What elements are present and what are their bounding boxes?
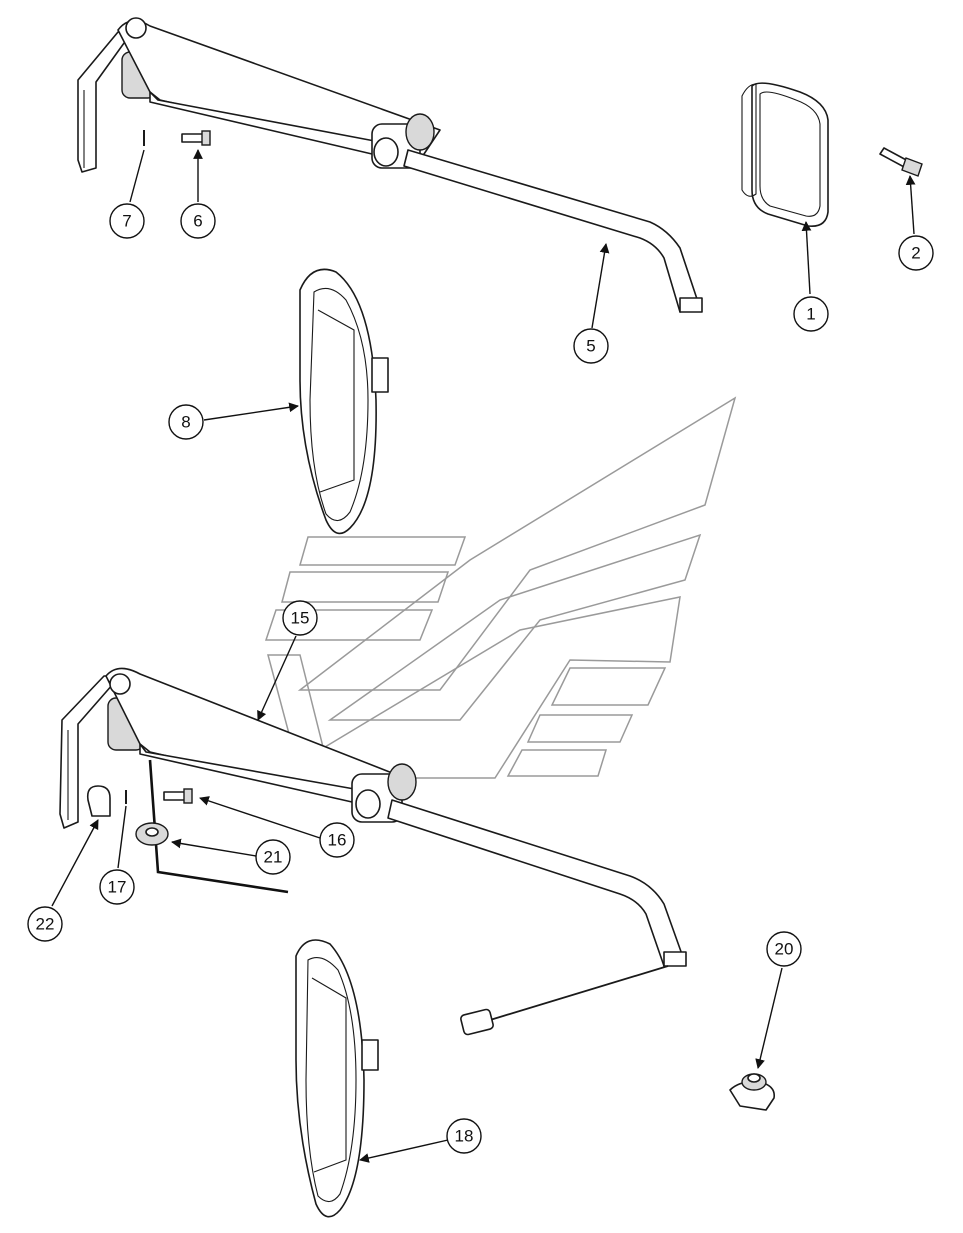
mirror-head-18 — [295, 939, 379, 1218]
leader-lines — [51, 149, 916, 1163]
callout-5-label: 5 — [586, 337, 595, 356]
bolt-16 — [163, 788, 193, 804]
callout-1-label: 1 — [806, 305, 815, 324]
screw-2 — [879, 147, 923, 177]
callout-2: 2 — [898, 235, 934, 271]
callout-15-label: 15 — [291, 609, 310, 628]
callout-17: 17 — [99, 869, 135, 905]
callout-21-label: 21 — [264, 848, 283, 867]
connector-20 — [729, 1073, 776, 1111]
callout-18-label: 18 — [455, 1127, 474, 1146]
callout-20-label: 20 — [775, 940, 794, 959]
heater-cable-lower — [489, 965, 669, 1021]
callout-18: 18 — [446, 1118, 482, 1154]
bolt-6 — [181, 130, 211, 146]
callout-21: 21 — [255, 839, 291, 875]
callout-7: 7 — [109, 203, 145, 239]
callout-20: 20 — [766, 931, 802, 967]
callout-7-label: 7 — [122, 212, 131, 231]
heater-cable-upper — [148, 759, 289, 894]
callout-1: 1 — [793, 296, 829, 332]
lower-mirror-arm — [59, 667, 687, 967]
callout-5: 5 — [573, 328, 609, 364]
callout-16-label: 16 — [328, 831, 347, 850]
callout-16: 16 — [319, 822, 355, 858]
grommet-21 — [135, 822, 169, 846]
callout-17-label: 17 — [108, 878, 127, 897]
callout-2-label: 2 — [911, 244, 920, 263]
callout-8-label: 8 — [181, 413, 190, 432]
upper-mirror-arm — [77, 17, 703, 313]
cable-connector — [460, 1008, 494, 1036]
mirror-glass-1 — [741, 82, 829, 228]
callout-6: 6 — [180, 203, 216, 239]
mirror-head-8 — [299, 268, 389, 535]
callout-22-label: 22 — [36, 915, 55, 934]
callout-8: 8 — [168, 404, 204, 440]
callout-22: 22 — [27, 906, 63, 942]
callout-6-label: 6 — [193, 212, 202, 231]
clip-22 — [86, 785, 111, 817]
callout-15: 15 — [282, 600, 318, 636]
